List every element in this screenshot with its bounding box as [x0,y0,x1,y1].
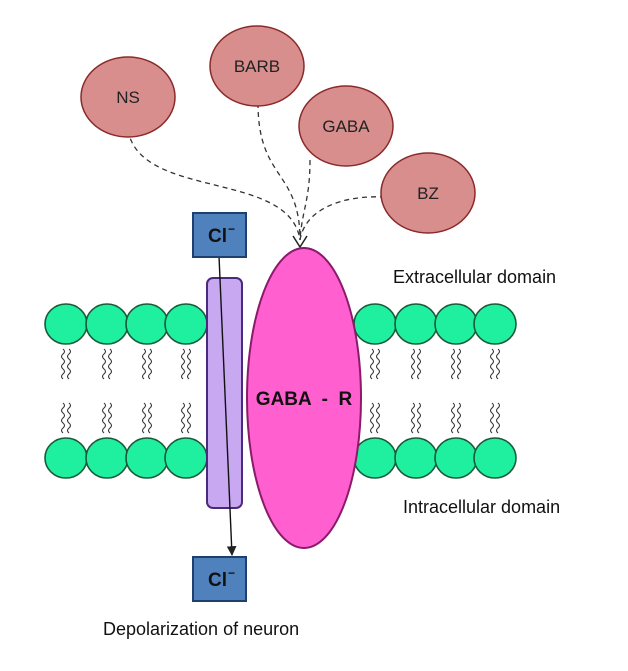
intracellular-label: Intracellular domain [403,497,560,517]
lipid-head [353,437,397,479]
lipid-tail [375,402,381,434]
lipid-head [473,437,517,479]
lipid-tail [489,402,495,434]
lipid-tail [60,402,66,434]
chloride-ion-outside: Cl − [192,212,247,258]
lipid-tail [60,348,66,380]
lipid-head [44,303,88,345]
ion-symbol: Cl [208,226,227,247]
lipid-head [164,437,208,479]
gaba-receptor: GABA - R [246,247,362,549]
lipid-tail [495,402,501,434]
binding-paths [127,102,386,241]
receptor-ellipse [246,247,362,549]
lipid-tail [180,348,186,380]
lipid-tail [147,402,153,434]
ligand-circle [380,152,476,234]
ion-box [192,556,247,602]
ligand-circle [209,25,305,107]
lipid-tail [410,402,416,434]
ligand-label: BARB [234,57,280,76]
outcome-label: Depolarization of neuron [103,619,299,639]
extracellular-label: Extracellular domain [393,267,556,287]
lipid-tail [450,348,456,380]
gaba-binding-path [299,159,311,241]
ion-flow-arrow [218,255,237,556]
ligand-circle [80,56,176,138]
lipid-tail [450,402,456,434]
lipid-tail [186,402,192,434]
barb-binding-path [257,102,301,241]
lipid-tail [66,402,72,434]
lipid-tail [489,348,495,380]
lipid-tail [495,348,501,380]
lipid-tail [456,402,462,434]
lipid-head [125,437,169,479]
ligand-circle [298,85,394,167]
lipid-tail [369,402,375,434]
ligand-label: NS [116,88,140,107]
ion-symbol: Cl [208,570,227,591]
ns-binding-path [127,129,301,241]
lipid-tail [369,348,375,380]
lipid-head [434,303,478,345]
lipid-tail [180,402,186,434]
ligand-ns: NS [80,56,176,138]
lipid-head [353,303,397,345]
ligand-gaba: GABA [298,85,394,167]
lipid-head [85,303,129,345]
lipid-tail [416,348,422,380]
lipid-head [125,303,169,345]
chloride-ion-inside: Cl − [192,556,247,602]
lipid-head [473,303,517,345]
ligand-label: GABA [322,117,370,136]
lipid-heads [44,303,517,479]
lipid-head [44,437,88,479]
ion-charge: − [228,222,235,236]
binding-arrowhead [292,235,308,249]
lipid-tail [410,348,416,380]
lipid-tail [101,348,107,380]
lipid-tail [66,348,72,380]
lipid-tails [60,348,501,434]
lipid-tail [101,402,107,434]
lipid-tail [141,348,147,380]
lipid-tail [416,402,422,434]
lipid-tail [186,348,192,380]
lipid-head [434,437,478,479]
lipid-tail [456,348,462,380]
ligand-label: BZ [417,184,439,203]
lipid-tail [147,348,153,380]
receptor-label: GABA - R [256,389,353,410]
ligand-bz: BZ [380,152,476,234]
ion-box [192,212,247,258]
ion-charge: − [228,566,235,580]
lipid-head [394,303,438,345]
ligand-barb: BARB [209,25,305,107]
lipid-tail [107,402,113,434]
lipid-tail [141,402,147,434]
lipid-head [164,303,208,345]
bz-binding-path [299,196,386,241]
lipid-tail [107,348,113,380]
lipid-tail [375,348,381,380]
lipid-head [394,437,438,479]
lipid-head [85,437,129,479]
